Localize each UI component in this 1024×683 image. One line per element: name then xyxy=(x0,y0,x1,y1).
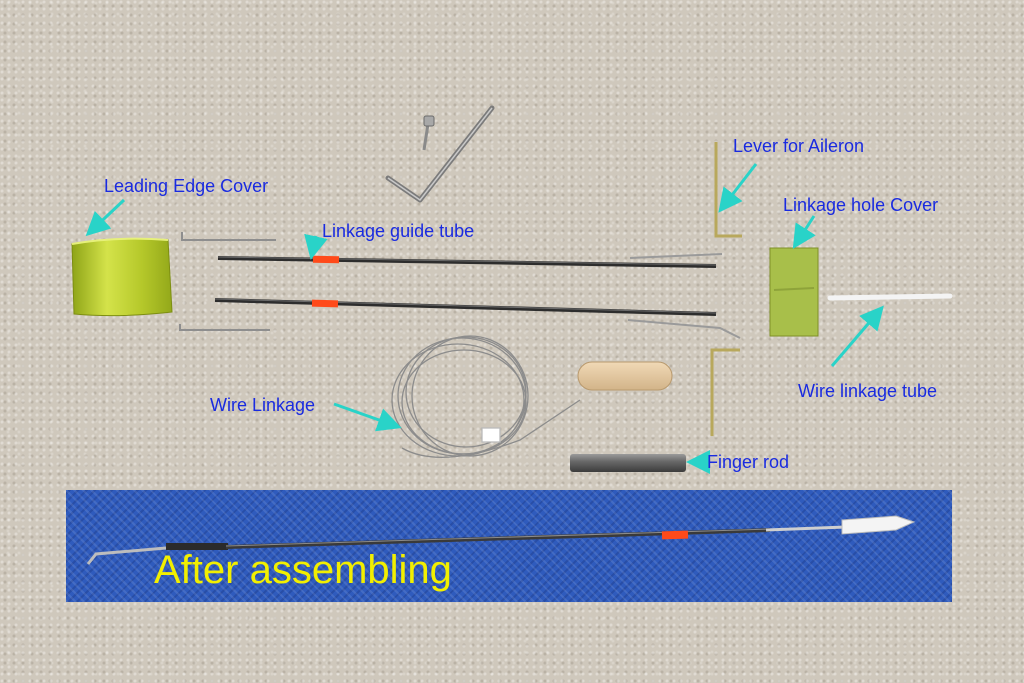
short-wire-bottom xyxy=(627,319,741,339)
short-wire-top xyxy=(629,253,723,259)
allen-key xyxy=(385,105,495,203)
assembled-linkage xyxy=(86,515,916,565)
assembled-mat xyxy=(66,490,952,602)
linkage-guide-tube-2 xyxy=(214,298,717,316)
aileron-lever-top xyxy=(714,142,742,238)
arrow-guide-tube xyxy=(304,233,328,260)
wood-block xyxy=(577,361,673,391)
label-lever-for-aileron: Lever for Aileron xyxy=(733,136,865,156)
linkage-hole-cover xyxy=(769,247,819,337)
label-wire-linkage: Wire Linkage xyxy=(210,395,316,415)
bent-wire-top xyxy=(181,232,276,241)
after-assembling-label: After assembling xyxy=(154,548,452,592)
wire-linkage-tube xyxy=(827,293,953,301)
finger-rod xyxy=(570,454,686,472)
label-finger-rod: Finger rod xyxy=(707,452,790,472)
bent-wire-bottom xyxy=(179,324,270,331)
label-leading-edge-cover: Leading Edge Cover xyxy=(104,176,269,196)
arrow-leading-edge xyxy=(85,198,126,237)
wire-linkage-coil xyxy=(391,335,581,458)
arrow-lever xyxy=(718,163,758,213)
label-linkage-guide-tube: Linkage guide tube xyxy=(322,221,475,241)
arrow-wire-tube xyxy=(830,305,884,367)
leading-edge-cover xyxy=(71,237,173,317)
aileron-lever-bottom xyxy=(710,348,740,436)
label-wire-linkage-tube: Wire linkage tube xyxy=(798,381,938,401)
arrow-wire-linkage xyxy=(333,402,402,432)
label-linkage-hole-cover: Linkage hole Cover xyxy=(783,195,939,215)
arrow-hole-cover xyxy=(792,215,816,250)
screw xyxy=(422,115,435,151)
